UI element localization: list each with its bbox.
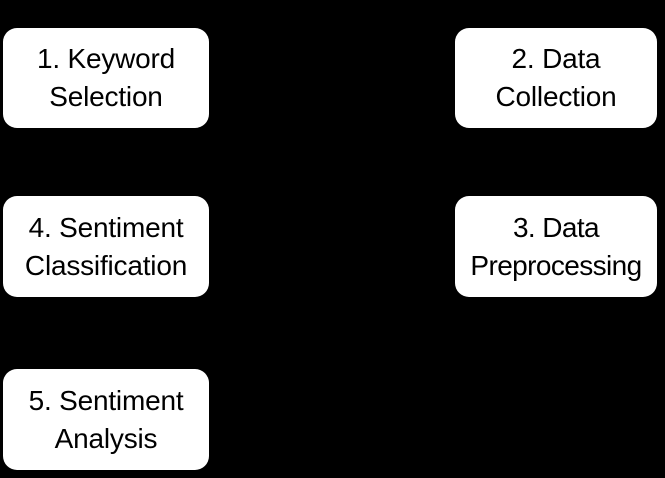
- node-label-sentiment-analysis: 5. Sentiment Analysis: [28, 384, 184, 454]
- flowchart-node-sentiment-classification[interactable]: 4. Sentiment Classification: [3, 196, 209, 297]
- flowchart-node-sentiment-analysis[interactable]: 5. Sentiment Analysis: [3, 369, 209, 470]
- node-label-sentiment-classification: 4. Sentiment Classification: [24, 211, 188, 281]
- flowchart-node-data-collection[interactable]: 2. Data Collection: [455, 28, 657, 128]
- node-label-data-preprocessing: 3. Data Preprocessing: [470, 211, 642, 281]
- node-label-data-collection: 2. Data Collection: [495, 43, 617, 112]
- flowchart-node-data-preprocessing[interactable]: 3. Data Preprocessing: [455, 196, 657, 297]
- flowchart-node-keyword-selection[interactable]: 1. Keyword Selection: [3, 28, 209, 128]
- node-label-keyword-selection: 1. Keyword Selection: [36, 43, 176, 112]
